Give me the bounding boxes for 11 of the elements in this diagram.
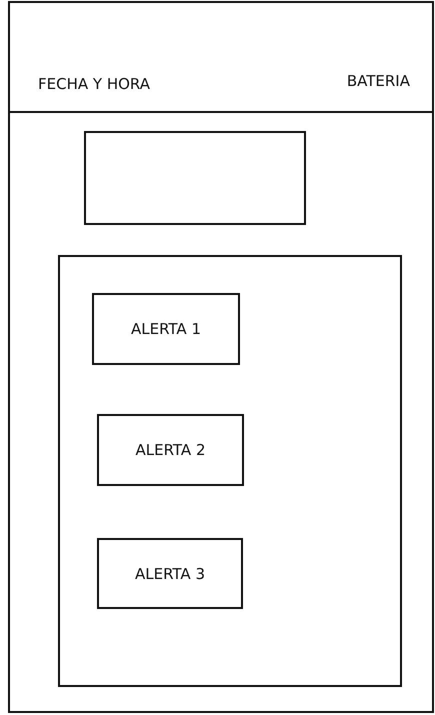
alert-box xyxy=(92,293,240,365)
alert-label: ALERTA 2 xyxy=(134,441,206,459)
alert-label: ALERTA 1 xyxy=(130,320,202,338)
app-title-box xyxy=(84,131,306,225)
alert-label: ALERTA 3 xyxy=(134,564,206,582)
alerts-panel xyxy=(58,255,402,687)
phone-screen-frame xyxy=(8,1,434,713)
date-time-label: FECHA Y HORA xyxy=(38,75,150,93)
alert-box xyxy=(97,414,244,486)
alert-box xyxy=(97,538,243,609)
battery-label: BATERIA xyxy=(346,72,410,90)
